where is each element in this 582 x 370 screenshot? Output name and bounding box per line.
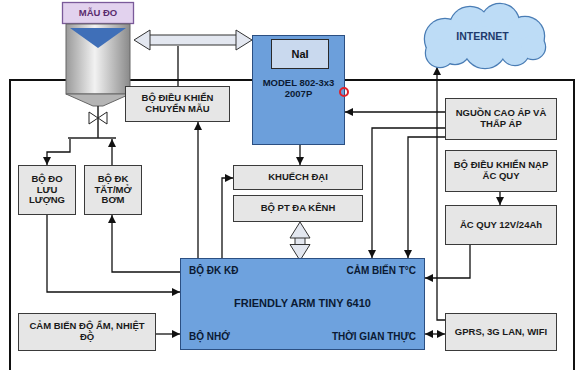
box-label: INTERNET <box>456 30 509 42</box>
process-box: BỘ ĐIỀU KHIỂN CHUYỂN MẪU <box>125 86 230 122</box>
signal-arrow <box>499 192 500 205</box>
node-label: FRIENDLY ARM TINY 6410 <box>181 297 424 310</box>
signal-arrow <box>408 137 445 258</box>
process-box: BỘ ĐK TẮT/MỞ BƠM <box>84 165 142 215</box>
signal-arrow <box>112 215 180 272</box>
signal-arrow <box>111 139 112 165</box>
box-label: BỘ ĐIỀU KHIỂN NẠP ẮC QUY <box>449 160 553 182</box>
process-box: NGUỒN CAO ÁP VÀ THẤP ÁP <box>445 98 557 140</box>
signal-arrow <box>47 215 180 292</box>
node-label: CẢM BIẾN T°C <box>346 265 416 277</box>
signal-arrow <box>437 67 445 320</box>
signal-arrow <box>299 145 300 165</box>
box-label: CẢM BIẾN ĐỘ ẨM, NHIỆT ĐỘ <box>22 321 152 343</box>
node-label: MẪU ĐO <box>62 2 134 24</box>
box-label: KHUẾCH ĐẠI <box>268 172 328 183</box>
internet-cloud: INTERNET <box>415 3 550 69</box>
signal-arrow <box>372 128 445 258</box>
node-label: BỘ NHỚ <box>189 331 230 343</box>
box-label: BỘ ĐIỀU KHIỂN CHUYỂN MẪU <box>129 93 226 115</box>
signal-arrow <box>345 111 445 112</box>
node-label: THỜI GIAN THỰC <box>332 331 416 343</box>
box-label: ẮC QUY 12V/24Ah <box>460 220 542 231</box>
signal-arrow <box>47 139 70 165</box>
signal-arrow <box>197 122 198 258</box>
box-label: BỘ ĐK TẮT/MỞ BƠM <box>88 174 138 207</box>
arrow-outline <box>147 35 239 46</box>
box-label: GPRS, 3G LAN, WIFI <box>455 327 547 338</box>
detector-body: MODEL 802-3x3 2007P NaI <box>252 35 345 145</box>
signal-arrow <box>425 245 470 278</box>
status-led <box>340 88 348 96</box>
box-label: NaI <box>291 48 308 61</box>
process-box: ẮC QUY 12V/24Ah <box>445 205 557 245</box>
process-box: BỘ PT ĐA KÊNH <box>233 195 363 222</box>
process-box: BỘ ĐO LƯU LƯỢNG <box>18 165 76 215</box>
box-label: BỘ PT ĐA KÊNH <box>261 203 336 214</box>
process-box: CẢM BIẾN ĐỘ ẨM, NHIỆT ĐỘ <box>18 313 156 351</box>
block-arrow <box>296 235 305 248</box>
cylinder-illustration <box>62 2 134 139</box>
node-label: BỘ ĐK KĐ <box>189 265 238 277</box>
box-label: BỘ ĐO LƯU LƯỢNG <box>22 174 72 207</box>
crystal-box: NaI <box>271 39 329 69</box>
block-arrow <box>147 36 239 45</box>
node-label: MODEL 802-3x3 2007P <box>255 78 342 100</box>
sample-cylinder: MẪU ĐO <box>62 2 134 139</box>
signal-arrow <box>156 333 180 334</box>
process-box: KHUẾCH ĐẠI <box>233 165 363 190</box>
arrow-outline <box>295 235 306 248</box>
signal-arrow <box>425 333 445 334</box>
box-label: NGUỒN CAO ÁP VÀ THẤP ÁP <box>449 108 553 130</box>
controller-board: BỘ ĐK KĐ CẢM BIẾN T°C FRIENDLY ARM TINY 64… <box>180 258 425 350</box>
process-box: GPRS, 3G LAN, WIFI <box>445 313 557 351</box>
signal-arrow <box>222 178 233 258</box>
process-box: BỘ ĐIỀU KHIỂN NẠP ẮC QUY <box>445 150 557 192</box>
control-link <box>177 46 178 86</box>
